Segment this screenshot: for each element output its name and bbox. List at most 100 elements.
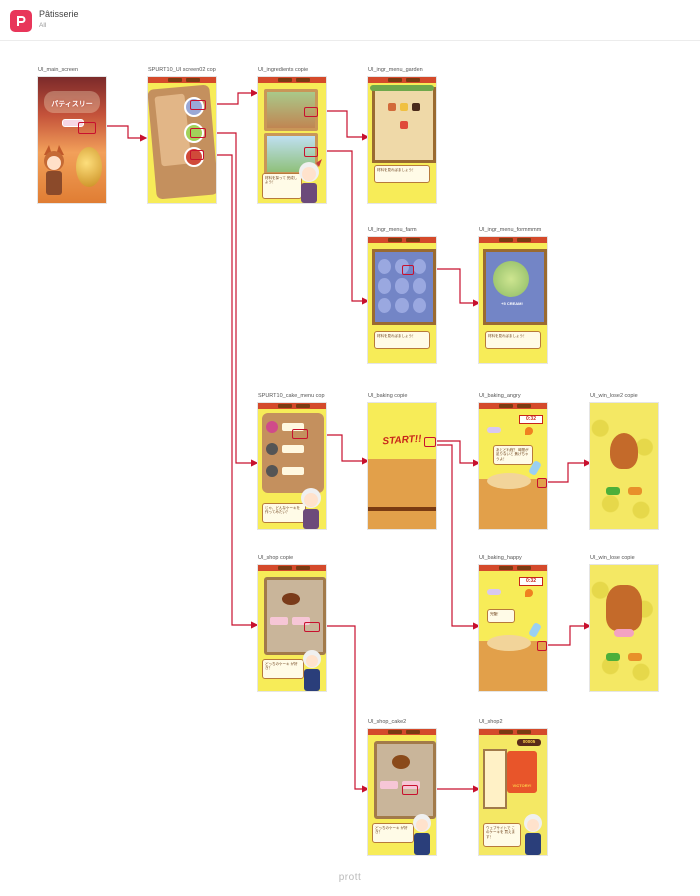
character-portrait-icon: [606, 585, 642, 631]
recipe-card[interactable]: [282, 423, 304, 431]
cake-choice[interactable]: [380, 781, 398, 789]
cake-decoration-icon: [76, 147, 102, 187]
victory-banner: VICTORY!: [512, 783, 532, 788]
flame-icon[interactable]: [525, 589, 533, 597]
tool-icon[interactable]: [487, 427, 501, 433]
shop-frame: [374, 741, 436, 819]
screen-label[interactable]: UI_ingr_menu_formmmm: [479, 227, 542, 233]
garden-card[interactable]: [264, 89, 318, 131]
retry-button[interactable]: [606, 487, 620, 495]
kitchen-wall: [368, 403, 436, 459]
cake-hotspot[interactable]: [190, 128, 206, 138]
recipe-card[interactable]: [282, 445, 304, 453]
counter-shelf: [368, 507, 436, 511]
product-display: [507, 751, 537, 793]
cake-choice[interactable]: [292, 617, 310, 625]
chef-character-icon: [294, 159, 324, 203]
piping-hotspot[interactable]: [537, 478, 547, 488]
flame-icon[interactable]: [525, 427, 533, 435]
piping-hotspot[interactable]: [537, 641, 547, 651]
prott-logo-icon[interactable]: [10, 10, 32, 32]
dialog-box: あとどれ程？ 時間が足りないと 焦げちゃうよ！: [493, 445, 533, 465]
start-hotspot[interactable]: [78, 122, 96, 134]
retry-button[interactable]: [606, 653, 620, 661]
screen-label[interactable]: UI_shop2: [479, 719, 503, 725]
vine-decoration-icon: [370, 85, 434, 91]
game-logo: パティスリー: [51, 101, 93, 108]
cake-preview-icon: [282, 593, 300, 605]
buy-hotspot[interactable]: [304, 622, 320, 632]
shopkeeper-character-icon: [298, 647, 326, 691]
dough-icon: [487, 635, 531, 651]
item-list: [483, 749, 507, 809]
recipe-card[interactable]: [282, 467, 304, 475]
dialog-box: 完璧！: [487, 609, 515, 623]
dialog-box: 材料を探って 完成しよう！: [262, 173, 302, 199]
screen-label[interactable]: UI_ingr_menu_farm: [368, 227, 417, 233]
heroine-character-icon: [40, 143, 68, 195]
garden-hotspot[interactable]: [304, 107, 318, 117]
screen-label[interactable]: UI_shop copie: [258, 555, 294, 561]
reward-text: +5 CREAM!: [501, 301, 523, 306]
next-button[interactable]: [628, 653, 642, 661]
cake-select-hotspot[interactable]: [292, 429, 308, 439]
counter: [368, 459, 436, 529]
shopkeeper-character-icon: [519, 811, 547, 855]
screen-label[interactable]: UI_ingr_menu_garden: [368, 67, 423, 73]
link-menu-to-shop: [202, 154, 259, 629]
paw-icon: [614, 629, 634, 637]
cake-choice[interactable]: [270, 617, 288, 625]
timer-display: 0:32: [519, 577, 543, 586]
farm-hotspot[interactable]: [304, 147, 318, 157]
project-header: Pâtisserie All: [0, 0, 700, 41]
dough-icon: [487, 473, 531, 489]
ingredient-slot[interactable]: [412, 103, 420, 111]
cake-option[interactable]: [266, 465, 278, 477]
screen-label[interactable]: UI_shop_cake2: [368, 719, 407, 725]
timer-display: 0:32: [519, 415, 543, 424]
footer-brand: prott: [338, 872, 362, 883]
ingredient-slot[interactable]: [388, 103, 396, 111]
screen-label[interactable]: UI_ingredients copie: [258, 67, 309, 73]
shopkeeper-character-icon: [408, 811, 436, 855]
cream-bubble-icon: [493, 261, 529, 297]
cream-hotspot[interactable]: [402, 265, 414, 275]
character-portrait-icon: [610, 433, 638, 469]
screen-label[interactable]: UI_main_screen: [38, 67, 79, 73]
link-angry-to-winlose2: [540, 459, 592, 483]
screen-label[interactable]: UI_baking_happy: [479, 555, 522, 561]
dialog-box: どっちのケーキ が好き？: [372, 823, 414, 843]
dialog-box: ウェブサイトで このケーキを 買えます！: [483, 823, 521, 847]
piping-bag-icon[interactable]: [528, 621, 542, 639]
project-subtitle[interactable]: All: [39, 22, 47, 29]
start-hotspot[interactable]: [424, 437, 436, 447]
screen-label[interactable]: UI_win_lose copie: [590, 555, 635, 561]
screen-label[interactable]: SPURT10_cake_menu cop: [258, 393, 325, 399]
ingredient-slot[interactable]: [400, 103, 408, 111]
shop-frame: [264, 577, 326, 655]
cake-option[interactable]: [266, 421, 278, 433]
cake-option[interactable]: [266, 443, 278, 455]
farm-slot-grid: [378, 259, 426, 313]
screen-label[interactable]: UI_win_lose2 copie: [590, 393, 638, 399]
start-button[interactable]: [62, 119, 84, 127]
flow-canvas: UI_main_screen パティスリー SPURT10_UI screen0…: [0, 41, 700, 861]
screen-label[interactable]: UI_baking copie: [368, 393, 408, 399]
screen-label[interactable]: SPURT10_UI screen02 cop: [148, 67, 216, 73]
ingredients-hotspot[interactable]: [190, 100, 206, 110]
ingredients-menu-button[interactable]: [184, 97, 204, 117]
dialog-box: 材料を見ればましょう！: [374, 165, 430, 183]
next-button[interactable]: [628, 487, 642, 495]
chef-character-icon: [296, 485, 326, 529]
project-title[interactable]: Pâtisserie: [39, 9, 79, 19]
shop-hotspot[interactable]: [190, 150, 204, 160]
ingredient-slot[interactable]: [400, 121, 408, 129]
buy-hotspot[interactable]: [402, 785, 418, 795]
tool-icon[interactable]: [487, 589, 501, 595]
screen-label[interactable]: UI_baking_angry: [479, 393, 521, 399]
dialog-box: 材料を見ればましょう！: [374, 331, 430, 349]
cake-preview-icon: [392, 755, 410, 769]
dialog-box: どっちのケーキ が好き？: [262, 659, 304, 679]
dialog-box: 材料を見ればましょう！: [485, 331, 541, 349]
link-happy-to-winlose: [540, 622, 592, 646]
